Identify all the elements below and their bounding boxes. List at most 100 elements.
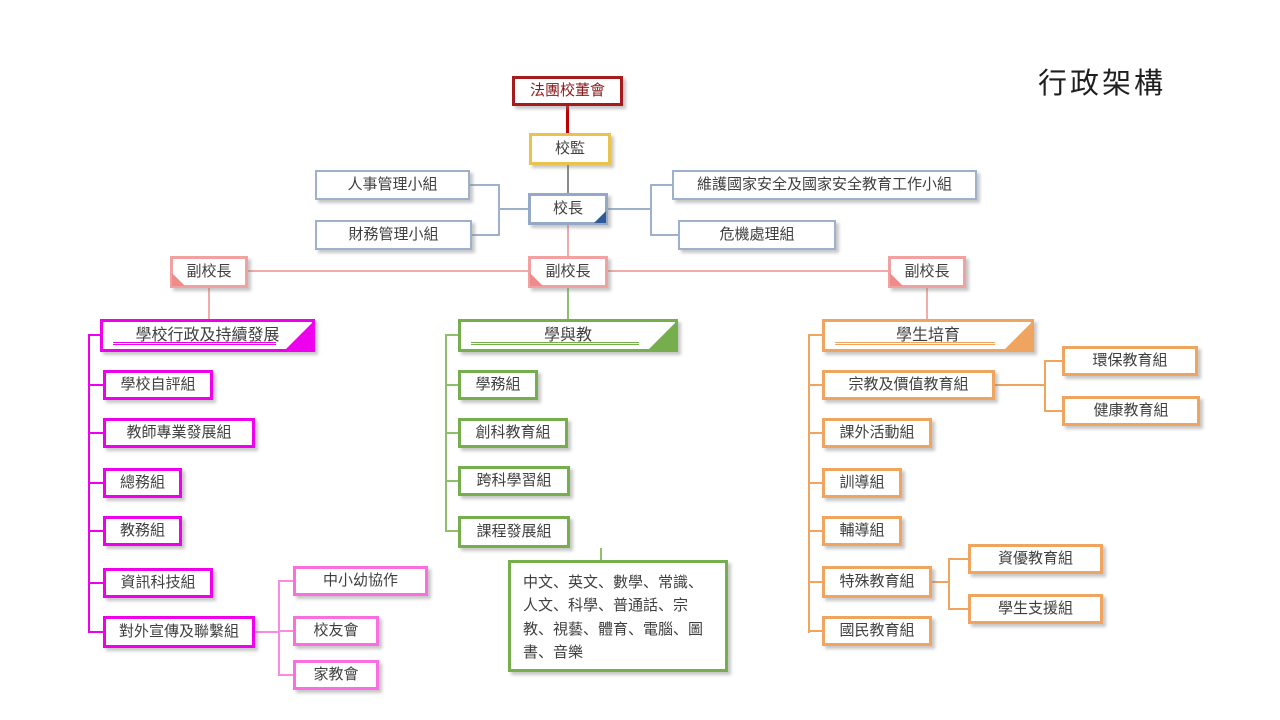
- connector-line: [445, 384, 458, 386]
- folded-corner: [530, 273, 543, 286]
- connector-line: [88, 482, 103, 484]
- folded-corner: [890, 273, 903, 286]
- node-discipline: 訓導組: [822, 468, 902, 498]
- connector-line: [88, 530, 103, 532]
- node-national-education: 國民教育組: [822, 616, 932, 646]
- connector-line: [808, 581, 822, 583]
- node-extracurricular: 課外活動組: [822, 418, 932, 448]
- connector-vice-row: [248, 270, 528, 272]
- node-label: 家教會: [313, 666, 359, 683]
- connector-line: [278, 580, 280, 676]
- node-special-education: 特殊教育組: [822, 566, 932, 598]
- node-label: 人事管理小組: [347, 176, 438, 193]
- node-self-evaluation: 學校自評組: [103, 370, 213, 400]
- subject-list-text: 中文、英文、數學、常識、人文、科學、普通話、宗教、視藝、體育、電腦、圖書、音樂: [523, 574, 704, 661]
- node-label: 危機處理組: [719, 226, 795, 243]
- node-label: 維護國家安全及國家安全教育工作小組: [696, 176, 952, 193]
- connector-line: [808, 630, 822, 632]
- connector-board-supervisor: [566, 106, 569, 133]
- node-crisis-management-committee: 危機處理組: [678, 220, 836, 250]
- folded-corner: [648, 322, 676, 350]
- node-label: 跨科學習組: [476, 472, 552, 489]
- connector-line: [808, 482, 822, 484]
- connector-line: [1044, 360, 1046, 412]
- node-label: 特殊教育組: [839, 573, 915, 590]
- folded-corner: [172, 273, 185, 286]
- branch-header-label: 學校行政及持續發展: [135, 326, 280, 344]
- connector-line: [808, 334, 822, 336]
- page-title: 行政架構: [1038, 68, 1167, 100]
- node-alumni: 校友會: [293, 616, 379, 646]
- node-label: 課外活動組: [839, 424, 915, 441]
- node-label: 資優教育組: [997, 550, 1073, 567]
- node-label: 國民教育組: [839, 622, 915, 639]
- branch-student-header: 學生培育: [822, 319, 1034, 352]
- node-label: 教師專業發展組: [126, 424, 232, 441]
- node-label: 創科教育組: [475, 424, 551, 441]
- connector-line: [995, 384, 1046, 386]
- connector-line: [278, 580, 293, 582]
- connector-line: [808, 530, 822, 532]
- connector-line: [650, 184, 652, 236]
- node-health-education: 健康教育組: [1062, 396, 1200, 426]
- node-label: 校監: [554, 140, 585, 157]
- connector-line: [926, 288, 928, 319]
- node-label: 資訊科技組: [120, 574, 196, 591]
- node-environmental-education: 環保教育組: [1062, 346, 1198, 376]
- branch-header-label: 學生培育: [895, 326, 960, 344]
- connector-line: [1044, 410, 1062, 412]
- node-teacher-development: 教師專業發展組: [103, 418, 255, 448]
- connector-line: [278, 674, 293, 676]
- connector-line: [948, 608, 968, 610]
- node-general-affairs: 總務組: [103, 468, 182, 498]
- node-label: 輔導組: [839, 522, 885, 539]
- connector-line: [948, 558, 950, 610]
- connector-supervisor-principal: [567, 165, 569, 193]
- connector-line: [445, 334, 458, 336]
- node-label: 健康教育組: [1093, 402, 1169, 419]
- node-personnel-committee: 人事管理小組: [315, 170, 470, 200]
- node-kindergarten-collaboration: 中小幼協作: [293, 566, 428, 596]
- node-label: 中小幼協作: [322, 572, 398, 589]
- node-label: 學務組: [475, 376, 521, 393]
- connector-line: [650, 234, 678, 236]
- node-label: 教務組: [119, 522, 165, 539]
- connector-line: [948, 558, 968, 560]
- node-vice-principal-center: 副校長: [528, 256, 608, 288]
- node-publicity-liaison: 對外宣傳及聯繫組: [103, 616, 255, 648]
- node-it: 資訊科技組: [103, 568, 213, 598]
- node-label: 財務管理小組: [348, 226, 439, 243]
- node-label: 對外宣傳及聯繫組: [118, 623, 239, 640]
- header-underline: [835, 342, 995, 345]
- connector-line: [498, 184, 500, 236]
- node-label: 總務組: [119, 474, 165, 491]
- connector-vice-row: [608, 270, 888, 272]
- connector-line: [932, 581, 948, 583]
- node-vice-principal-left: 副校長: [170, 256, 248, 288]
- header-underline: [471, 342, 639, 345]
- node-label: 校長: [552, 200, 583, 217]
- folded-corner: [1004, 322, 1032, 350]
- node-vice-principal-right: 副校長: [888, 256, 966, 288]
- node-label: 副校長: [186, 263, 232, 280]
- node-label: 副校長: [545, 263, 591, 280]
- node-label: 校友會: [313, 622, 359, 639]
- connector-line: [1044, 360, 1062, 362]
- connector-line: [608, 208, 652, 210]
- connector-line: [808, 432, 822, 434]
- connector-line: [88, 384, 103, 386]
- connector-line: [808, 384, 822, 386]
- connector-line: [445, 432, 458, 434]
- branch-header-label: 學與教: [543, 326, 592, 344]
- header-underline: [113, 342, 276, 345]
- node-label: 課程發展組: [476, 523, 552, 540]
- node-label: 法團校董會: [529, 82, 605, 99]
- connector-principal-vice: [567, 225, 569, 256]
- connector-line: [88, 582, 103, 584]
- node-label: 宗教及價值教育組: [848, 376, 969, 393]
- node-label: 訓導組: [839, 474, 885, 491]
- node-cross-curricular: 跨科學習組: [458, 466, 570, 496]
- connector-line: [255, 631, 278, 633]
- connector-line: [470, 234, 500, 236]
- node-supervisor: 校監: [529, 133, 611, 165]
